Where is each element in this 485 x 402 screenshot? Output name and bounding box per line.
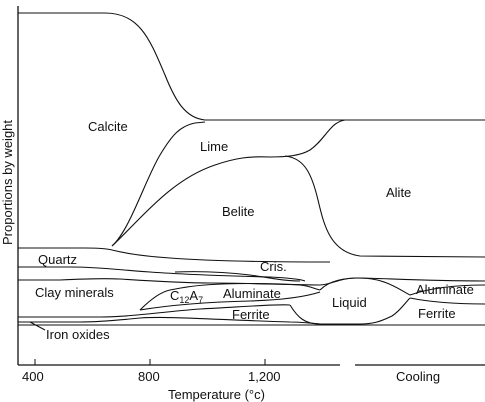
x-tick-label-400: 400 [22, 369, 44, 384]
liquid-label: Liquid [332, 295, 367, 310]
alite-label: Alite [386, 185, 411, 200]
belite-alite-boundary [284, 155, 485, 258]
quartz-upper-boundary [18, 247, 113, 251]
quartz-lower-boundary [18, 266, 306, 282]
liquid-lower [289, 297, 411, 325]
aluminate-lower-heating [139, 291, 321, 311]
lime-label: Lime [200, 139, 228, 154]
x-tick-label-1200: 1,200 [248, 369, 281, 384]
lime-belite-boundary [111, 119, 346, 247]
liquid-upper [319, 277, 411, 296]
aluminate-upper-heating [204, 282, 321, 291]
quartz-label: Quartz [38, 252, 77, 267]
calcite-label: Calcite [88, 119, 128, 134]
ferrite-heating-label: Ferrite [232, 307, 270, 322]
iron-oxides-upper [18, 316, 321, 325]
iron-oxides-pointer [29, 321, 46, 331]
y-axis-label: Proportions by weight [0, 120, 15, 245]
ferrite-upper-heating [18, 304, 291, 318]
x-axis-label: Temperature (°c) [168, 387, 265, 402]
belite-label: Belite [222, 204, 255, 219]
aluminate-upper-cooling [409, 284, 485, 296]
iron-oxides-label: Iron oxides [46, 327, 110, 342]
aluminate-heating-label: Aluminate [223, 286, 281, 301]
clay-minerals-label: Clay minerals [35, 285, 114, 300]
cristobalite-upper [174, 271, 301, 282]
aluminate-lower-cooling [409, 297, 485, 305]
x-tick-label-800: 800 [138, 369, 160, 384]
belite-lower-boundary [111, 249, 331, 263]
cooling-label: Cooling [396, 369, 440, 384]
c12a7-label: C12A7 [170, 288, 203, 305]
ferrite-cooling-label: Ferrite [418, 306, 456, 321]
c12a7-upper [139, 284, 206, 311]
aluminate-cooling-label: Aluminate [416, 282, 474, 297]
cristobalite-label: Cris. [260, 259, 287, 274]
clay-upper-line [18, 277, 485, 286]
lime-upper-boundary [111, 121, 206, 247]
calcite-upper-boundary [18, 12, 485, 121]
